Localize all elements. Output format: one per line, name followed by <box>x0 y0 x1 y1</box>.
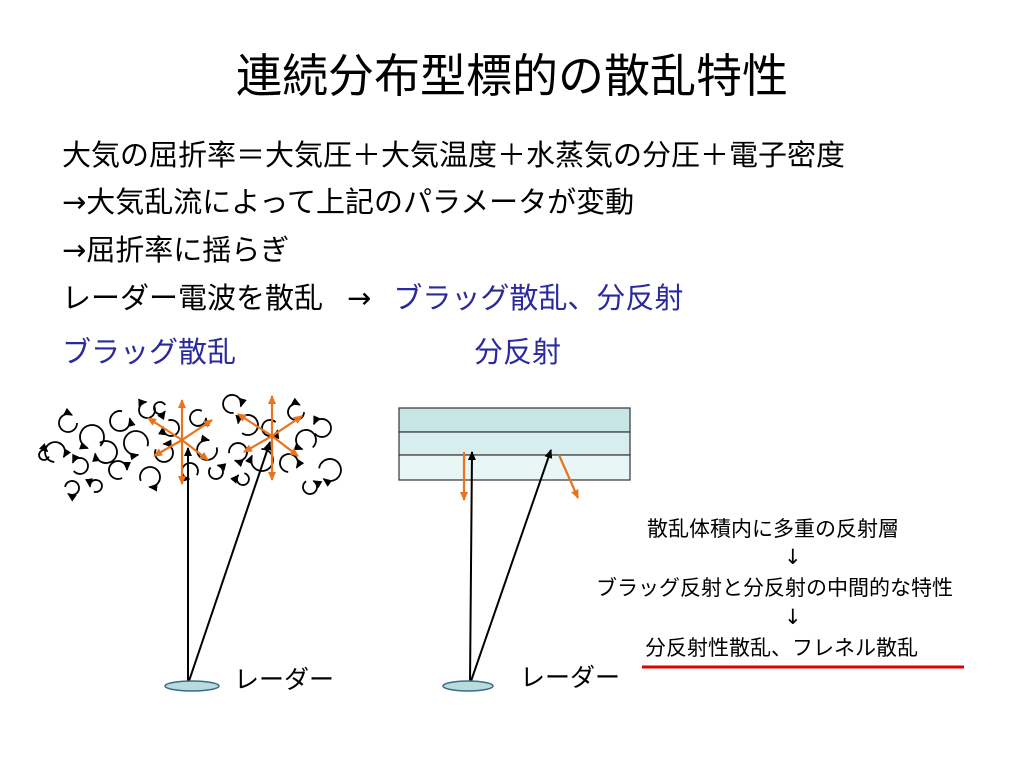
left-radar-antenna <box>164 680 220 692</box>
eddy-icon <box>79 424 105 450</box>
eddy-icon <box>71 453 89 475</box>
left-radar-beams <box>184 441 272 685</box>
scattering-types: ブラッグ散乱、分反射 <box>393 281 684 315</box>
scatter-arrow <box>271 415 303 437</box>
eddy-icon <box>245 448 274 472</box>
eddy-icon <box>312 415 332 438</box>
partial-reflection-heading: 分反射 <box>474 335 562 369</box>
eddy-icon <box>64 480 80 502</box>
reflection-layer-middle <box>398 431 631 456</box>
note-arrow-2: ↓ <box>784 605 802 629</box>
eddy-icon <box>153 401 166 421</box>
note-intermediate-property: ブラッグ反射と分反射の中間的な特性 <box>596 576 953 600</box>
right-radar-label: レーダー <box>520 663 621 692</box>
eddy-icon <box>189 409 210 427</box>
scatter-arrow <box>237 413 273 437</box>
eddy-icon <box>109 410 136 432</box>
eddy-icon <box>108 460 131 480</box>
eddy-icon <box>85 478 103 493</box>
eddy-icon <box>208 463 227 480</box>
scatter-arrow <box>243 435 273 453</box>
note-arrow-1: ↓ <box>784 545 802 569</box>
eddy-icon <box>123 430 149 461</box>
eddy-icon <box>222 394 247 414</box>
right-beam-slanted <box>469 449 553 685</box>
scattering-arrow: → <box>347 281 372 315</box>
eddy-icon <box>318 458 342 487</box>
reflection-layers <box>398 407 631 481</box>
scatter-arrow <box>271 435 299 457</box>
eddy-icon <box>302 480 323 495</box>
right-beam-vertical <box>467 451 476 685</box>
eddy-icon <box>138 398 156 419</box>
eddy-icon <box>38 442 50 461</box>
reflection-layer-bottom <box>398 454 631 481</box>
reflection-layer-top <box>398 407 631 433</box>
bragg-heading: ブラッグ散乱 <box>62 335 237 369</box>
slide-title: 連続分布型標的の散乱特性 <box>236 49 788 103</box>
scatter-arrow <box>147 417 183 441</box>
scatter-arrow <box>153 439 183 457</box>
eddy-icon <box>92 440 118 464</box>
eddy-icon <box>139 466 161 492</box>
eddy-icon <box>180 462 199 483</box>
left-radar-label: レーダー <box>234 665 335 694</box>
eddy-icon <box>158 419 180 437</box>
eddy-icon <box>293 429 317 451</box>
right-radar-beams <box>460 449 580 685</box>
right-radar-antenna <box>442 680 494 692</box>
note-multiple-layers: 散乱体積内に多重の反射層 <box>647 517 899 541</box>
text-line-fluctuation: →屈折率に揺らぎ <box>62 233 290 267</box>
left-beam-slanted <box>187 441 272 685</box>
text-line-scattering: レーダー電波を散乱 → ブラッグ散乱、分反射 <box>62 278 683 318</box>
note-fresnel-scattering: 分反射性散乱、フレネル散乱 <box>645 636 918 660</box>
eddy-icon <box>230 472 250 486</box>
eddy-icon <box>58 407 78 433</box>
bragg-scatter-arrows <box>147 395 303 485</box>
turbulence-eddies <box>38 394 342 502</box>
scatter-arrow <box>181 419 213 441</box>
eddy-icon <box>279 453 305 473</box>
scattering-prefix: レーダー電波を散乱 <box>62 281 324 315</box>
eddy-icon <box>196 434 218 461</box>
text-line-refractive-index: 大気の屈折率＝大気圧＋大気温度＋水蒸気の分圧＋電子密度 <box>62 138 846 172</box>
partial-reflection-arrow-right <box>557 454 580 499</box>
text-line-turbulence: →大気乱流によって上記のパラメータが変動 <box>62 185 635 219</box>
scatter-arrow <box>181 439 209 461</box>
